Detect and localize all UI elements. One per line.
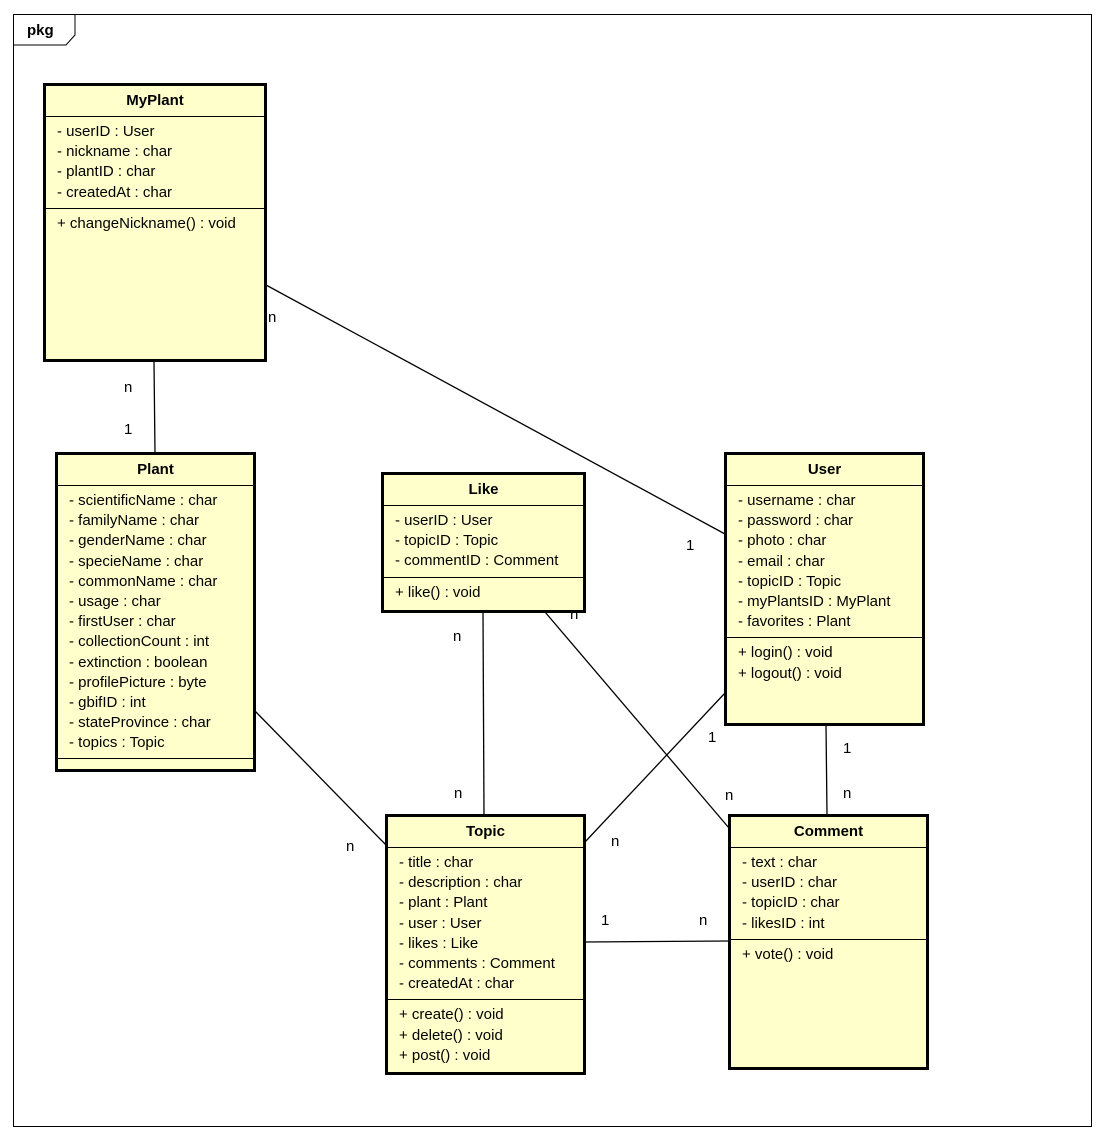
operations-compartment — [58, 759, 253, 767]
operation: + logout() : void — [738, 664, 842, 682]
mult-myplant-plant-from: n — [124, 379, 133, 396]
assoc-plant-topic — [254, 710, 388, 847]
class-name: Topic — [388, 817, 583, 848]
class-myplant[interactable]: MyPlant - userID : User - nickname : cha… — [43, 83, 267, 362]
operation: + vote() : void — [742, 945, 834, 963]
attribute: - userID : User — [395, 512, 493, 529]
attribute: - title : char — [399, 854, 474, 871]
attribute: - topics : Topic — [69, 734, 165, 752]
operation: + create() : void — [399, 1006, 504, 1024]
attribute: - genderName : char — [69, 532, 207, 550]
package-frame — [13, 14, 1092, 1127]
attribute: - text : char — [742, 854, 818, 871]
assoc-like-comment — [544, 611, 730, 829]
attribute: - createdAt : char — [57, 183, 173, 201]
attribute: - userID : char — [742, 874, 838, 892]
mult-topic-comment-from: 1 — [601, 912, 610, 929]
attribute: - plant : Plant — [399, 894, 488, 912]
attribute: - stateProvince : char — [69, 714, 211, 732]
attribute: - description : char — [399, 874, 523, 892]
assoc-myplant-user — [265, 284, 726, 535]
attribute: - gbifID : int — [69, 693, 146, 711]
operations-compartment: + like() : void — [384, 578, 583, 608]
operation: + like() : void — [395, 583, 481, 601]
attribute: - user : User — [399, 914, 482, 932]
class-user[interactable]: User - username : char - password : char… — [724, 452, 925, 726]
attribute: - favorites : Plant — [738, 613, 851, 631]
operation: + changeNickname() : void — [57, 214, 236, 232]
attributes-compartment: - scientificName : char - familyName : c… — [58, 486, 253, 760]
class-name: User — [727, 455, 922, 486]
attribute: - email : char — [738, 552, 825, 570]
class-comment[interactable]: Comment - text : char - userID : char - … — [728, 814, 929, 1070]
class-name: MyPlant — [46, 86, 264, 117]
class-topic[interactable]: Topic - title : char - description : cha… — [385, 814, 586, 1075]
mult-like-topic-to: n — [454, 785, 463, 802]
operation: + login() : void — [738, 644, 833, 662]
attribute: - firstUser : char — [69, 613, 176, 631]
mult-user-topic-to: n — [611, 833, 620, 850]
attribute: - userID : User — [57, 123, 155, 140]
attribute: - topicID : Topic — [738, 572, 842, 590]
attribute: - commonName : char — [69, 572, 218, 590]
package-tab — [13, 14, 76, 46]
attribute: - specieName : char — [69, 552, 204, 570]
package-label: pkg — [27, 22, 54, 39]
assoc-user-comment — [825, 723, 828, 816]
attribute: - plantID : char — [57, 163, 156, 181]
assoc-user-topic — [584, 692, 726, 843]
mult-myplant-user-from: n — [268, 309, 277, 326]
mult-user-topic-from: 1 — [708, 729, 717, 746]
operations-compartment: + create() : void + delete() : void + po… — [388, 1000, 583, 1071]
assoc-like-topic — [482, 611, 485, 816]
mult-myplant-user-to: 1 — [686, 537, 695, 554]
mult-topic-comment-to: n — [699, 912, 708, 929]
attributes-compartment: - text : char - userID : char - topicID … — [731, 848, 926, 940]
attribute: - familyName : char — [69, 512, 200, 530]
attribute: - nickname : char — [57, 143, 173, 161]
assoc-topic-comment — [584, 940, 730, 943]
class-name: Comment — [731, 817, 926, 848]
attribute: - createdAt : char — [399, 975, 515, 993]
attributes-compartment: - title : char - description : char - pl… — [388, 848, 583, 1001]
operation: + post() : void — [399, 1046, 491, 1064]
attribute: - profilePicture : byte — [69, 673, 207, 691]
mult-user-comment-from: 1 — [843, 740, 852, 757]
assoc-myplant-plant — [153, 361, 156, 454]
class-name: Plant — [58, 455, 253, 486]
attribute: - likes : Like — [399, 934, 479, 952]
mult-like-comment-from: n — [570, 606, 579, 623]
class-name: Like — [384, 475, 583, 506]
attribute: - extinction : boolean — [69, 653, 208, 671]
attribute: - myPlantsID : MyPlant — [738, 592, 891, 610]
class-plant[interactable]: Plant - scientificName : char - familyNa… — [55, 452, 256, 772]
attributes-compartment: - username : char - password : char - ph… — [727, 486, 922, 639]
attribute: - password : char — [738, 512, 854, 530]
attribute: - topicID : Topic — [395, 532, 499, 550]
mult-like-comment-to: n — [725, 787, 734, 804]
attribute: - username : char — [738, 492, 856, 509]
attribute: - usage : char — [69, 592, 161, 610]
attribute: - comments : Comment — [399, 954, 555, 972]
attributes-compartment: - userID : User - nickname : char - plan… — [46, 117, 264, 209]
mult-plant-topic-to: n — [346, 838, 355, 855]
attribute: - scientificName : char — [69, 492, 218, 509]
operations-compartment: + changeNickname() : void — [46, 209, 264, 239]
attribute: - collectionCount : int — [69, 633, 210, 651]
operations-compartment: + vote() : void — [731, 940, 926, 970]
mult-user-comment-to: n — [843, 785, 852, 802]
attributes-compartment: - userID : User - topicID : Topic - comm… — [384, 506, 583, 578]
attribute: - photo : char — [738, 532, 827, 550]
attribute: - likesID : int — [742, 914, 825, 932]
mult-like-topic-from: n — [453, 628, 462, 645]
class-like[interactable]: Like - userID : User - topicID : Topic -… — [381, 472, 586, 613]
mult-myplant-plant-to: 1 — [124, 421, 133, 438]
attribute: - topicID : char — [742, 894, 840, 912]
operations-compartment: + login() : void + logout() : void — [727, 638, 922, 688]
operation: + delete() : void — [399, 1026, 503, 1044]
attribute: - commentID : Comment — [395, 552, 559, 570]
